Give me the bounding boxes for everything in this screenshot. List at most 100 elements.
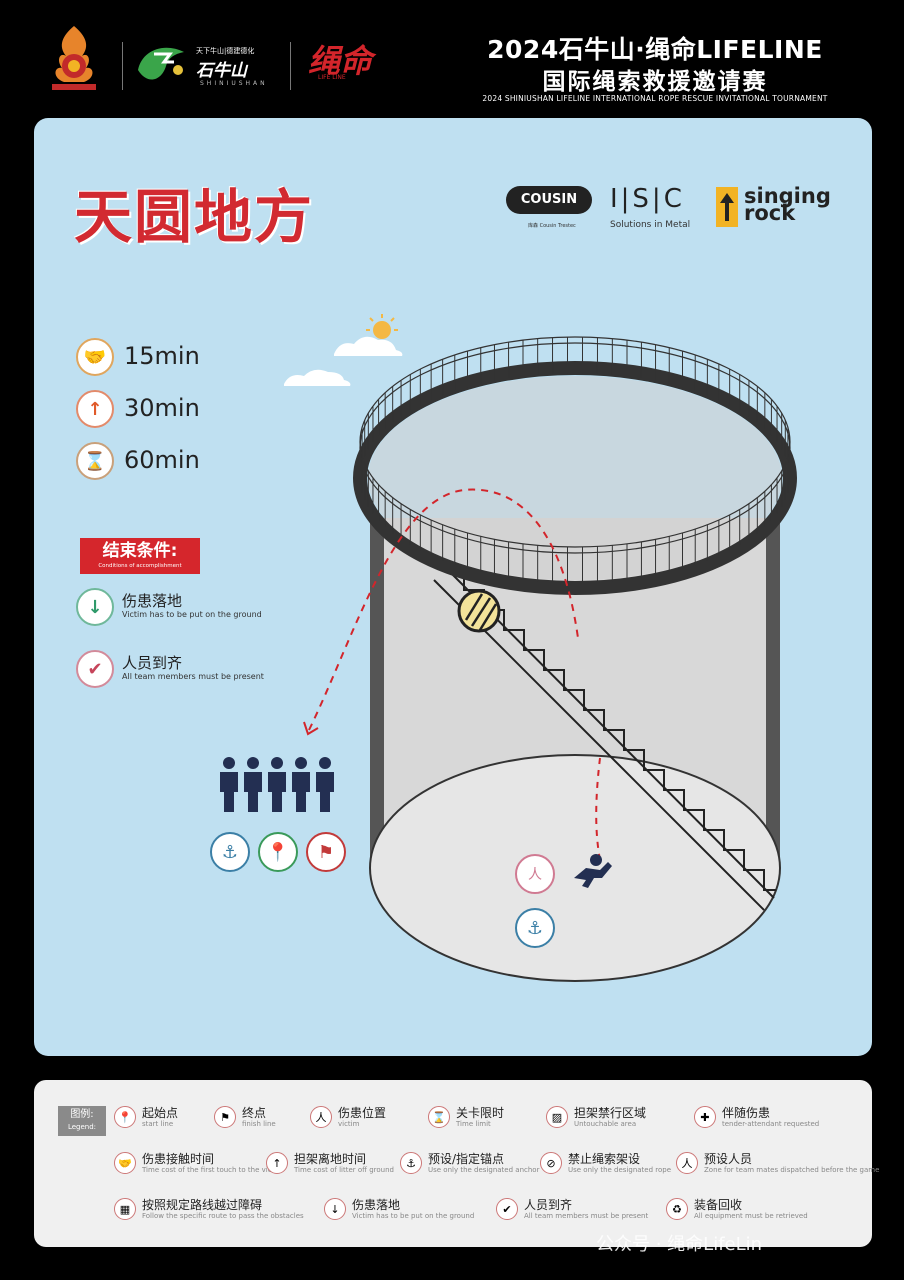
sponsor-isc-sub: Solutions in Metal bbox=[610, 220, 691, 230]
legend-label-cn: 起始点 bbox=[142, 1106, 179, 1120]
singing-rock-arrow-icon bbox=[716, 187, 738, 227]
legend-label-cn: 终点 bbox=[242, 1106, 267, 1120]
end-condition-title: 结束条件: bbox=[102, 541, 178, 561]
legend-icon: 📍 bbox=[114, 1106, 136, 1128]
legend-label-cn: 按照规定路线越过障碍 bbox=[142, 1198, 263, 1212]
legend-icon: 人 bbox=[676, 1152, 698, 1174]
legend-label-cn: 人员到齐 bbox=[524, 1198, 573, 1212]
legend-icon: ⊘ bbox=[540, 1152, 562, 1174]
lifeline-logo-cn: 绳命 bbox=[308, 42, 373, 80]
legend-label-en: Use only the designated rope bbox=[568, 1166, 672, 1174]
sponsor-isc-logo: I|S|C bbox=[610, 184, 685, 214]
legend-label-cn: 担架禁行区域 bbox=[574, 1106, 647, 1120]
legend-icon: ▨ bbox=[546, 1106, 568, 1128]
team-member-body bbox=[220, 772, 238, 812]
team-member-icon bbox=[247, 757, 259, 769]
end-condition-subtitle: Conditions of accomplishment bbox=[98, 563, 182, 569]
header: 天下牛山|德建德化 石牛山 SHINIUSHAN 绳命 LIFE LINE 20… bbox=[0, 0, 904, 118]
condition-team-present: ✔ 人员到齐 All team members must be present bbox=[76, 650, 336, 688]
hourglass-icon: ⌛ bbox=[76, 442, 114, 480]
legend-label-en: Use only the designated anchor bbox=[428, 1166, 540, 1174]
start-pin-icon: 📍 bbox=[258, 832, 298, 872]
tank-wall-dark-edge bbox=[370, 518, 384, 863]
time-row-touch: 🤝 15min bbox=[76, 338, 276, 378]
tournament-title: 2024石牛山·绳命LIFELINE bbox=[487, 35, 823, 64]
time-row-limit: ⌛ 60min bbox=[76, 442, 276, 482]
legend-label-en: All equipment must be retrieved bbox=[694, 1212, 808, 1220]
watermark: 公众号 · 绳命LifeLin bbox=[596, 1234, 763, 1255]
time-label: 60min bbox=[124, 446, 200, 474]
legend-icon: 人 bbox=[310, 1106, 332, 1128]
legend-label-cn: 关卡限时 bbox=[456, 1106, 505, 1120]
shiniushan-slogan: 天下牛山|德建德化 bbox=[196, 47, 255, 55]
team-member-icon bbox=[319, 757, 331, 769]
tournament-emblem-icon bbox=[52, 26, 96, 90]
legend-tag-cn: 图例: bbox=[70, 1109, 94, 1120]
legend-icon: ⚓ bbox=[400, 1152, 422, 1174]
legend-label-en: Follow the specific route to pass the ob… bbox=[142, 1212, 304, 1220]
legend-label-cn: 装备回收 bbox=[694, 1198, 743, 1212]
victim-position-icon: 人 bbox=[515, 854, 555, 894]
tank-floor bbox=[369, 754, 781, 982]
legend-label-en: victim bbox=[338, 1120, 360, 1128]
legend-label-cn: 禁止绳索架设 bbox=[568, 1152, 641, 1166]
condition-victim-ground: ↓ 伤患落地 Victim has to be put on the groun… bbox=[76, 588, 336, 626]
team-member-icon bbox=[223, 757, 235, 769]
tournament-subtitle: 2024 SHINIUSHAN LIFELINE INTERNATIONAL R… bbox=[482, 94, 828, 103]
untouchable-area-icon bbox=[457, 589, 501, 633]
team-member-body bbox=[268, 772, 286, 812]
team-member-body bbox=[244, 772, 262, 812]
legend-label-en: Time limit bbox=[456, 1120, 491, 1128]
team-members-icon bbox=[220, 757, 334, 812]
team-check-icon: ✔ bbox=[76, 650, 114, 688]
legend-tag-en: Legend: bbox=[67, 1123, 97, 1131]
sun-icon bbox=[366, 314, 398, 339]
anchor-icon: ⚓ bbox=[210, 832, 250, 872]
anchor-icon: ⚓ bbox=[515, 908, 555, 948]
legend-icon: ♻ bbox=[666, 1198, 688, 1220]
time-row-lift: ↑ 30min bbox=[76, 390, 276, 430]
legend-icon: ✔ bbox=[496, 1198, 518, 1220]
legend-label-en: Time cost of litter off ground bbox=[294, 1166, 394, 1174]
legend-label-cn: 伴随伤患 bbox=[722, 1106, 771, 1120]
legend-icon: ↑ bbox=[266, 1152, 288, 1174]
scenario-title: 天圆地方 bbox=[74, 183, 315, 251]
legend-label-en: Victim has to be put on the ground bbox=[352, 1212, 475, 1220]
legend-icon: ↓ bbox=[324, 1198, 346, 1220]
legend-label-cn: 担架离地时间 bbox=[294, 1152, 367, 1166]
lifeline-logo-en: LIFE LINE bbox=[318, 74, 346, 81]
sponsor-cousin-logo: COUSIN bbox=[506, 186, 592, 214]
legend-label-en: Time cost of the first touch to the vict… bbox=[142, 1166, 284, 1174]
legend-label-cn: 伤患位置 bbox=[338, 1106, 387, 1120]
condition-en: Victim has to be put on the ground bbox=[122, 610, 262, 619]
staircase bbox=[433, 565, 776, 911]
legend-label-cn: 伤患接触时间 bbox=[142, 1152, 215, 1166]
header-separator bbox=[122, 42, 123, 90]
arrow-up-icon: ↑ bbox=[76, 390, 114, 428]
cloud-icon bbox=[334, 336, 403, 356]
legend-label-en: tender-attendant requested bbox=[722, 1120, 820, 1128]
legend-label-cn: 预设人员 bbox=[704, 1152, 753, 1166]
legend-label-en: finish line bbox=[242, 1120, 276, 1128]
condition-cn: 伤患落地 bbox=[122, 592, 183, 610]
tournament-title-cn: 国际绳索救援邀请赛 bbox=[542, 69, 768, 95]
legend-label-cn: 预设/指定锚点 bbox=[428, 1152, 505, 1166]
team-member-body bbox=[292, 772, 310, 812]
condition-cn: 人员到齐 bbox=[122, 654, 183, 672]
legend-label-en: start line bbox=[142, 1120, 174, 1128]
legend-panel bbox=[34, 1080, 872, 1247]
time-label: 30min bbox=[124, 394, 200, 422]
legend-icon: 🤝 bbox=[114, 1152, 136, 1174]
team-member-icon bbox=[271, 757, 283, 769]
legend-label-en: Untouchable area bbox=[574, 1120, 637, 1128]
legend-label-cn: 伤患落地 bbox=[352, 1198, 401, 1212]
legend-icon: ⌛ bbox=[428, 1106, 450, 1128]
legend-icon: ⚑ bbox=[214, 1106, 236, 1128]
legend-icon: ▦ bbox=[114, 1198, 136, 1220]
drop-line-dashed bbox=[595, 757, 601, 861]
finish-flag-icon: ⚑ bbox=[306, 832, 346, 872]
legend-label-en: Zone for team mates dispatched before th… bbox=[704, 1166, 880, 1174]
shiniushan-logo-icon bbox=[138, 47, 184, 80]
team-member-body bbox=[316, 772, 334, 812]
sponsor-singing-rock: singing rock bbox=[744, 184, 831, 225]
